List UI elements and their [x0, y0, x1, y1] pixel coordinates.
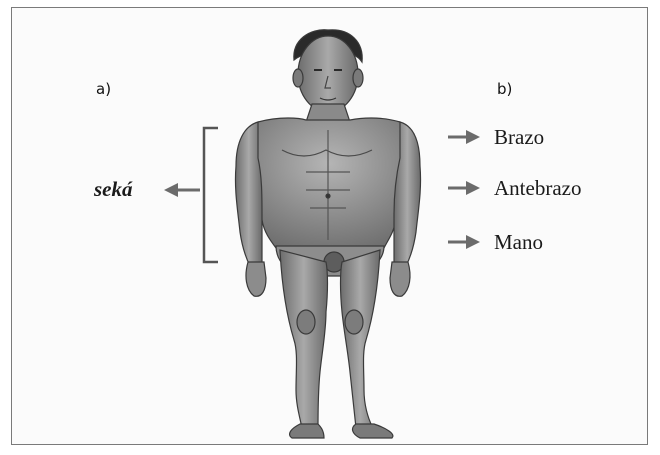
- panel-label-a: a): [96, 80, 111, 98]
- hand-left: [246, 262, 266, 296]
- arm-left: [235, 122, 262, 266]
- term-brazo: Brazo: [494, 125, 544, 150]
- bracket: [204, 128, 218, 262]
- arrow-right-antebrazo: [448, 181, 480, 195]
- term-antebrazo: Antebrazo: [494, 176, 581, 201]
- arrow-left-to-seka: [164, 183, 200, 197]
- body-figure: [235, 30, 420, 438]
- panel-label-b: b): [497, 80, 512, 98]
- term-seka: seká: [94, 177, 133, 202]
- torso: [247, 118, 412, 248]
- hand-right: [390, 262, 410, 296]
- leg-left: [280, 250, 328, 428]
- foot-left: [290, 424, 324, 438]
- neck: [306, 104, 350, 122]
- term-mano: Mano: [494, 230, 543, 255]
- arrow-right-mano: [448, 235, 480, 249]
- foot-right: [353, 424, 393, 438]
- leg-right: [341, 250, 381, 428]
- arrow-right-brazo: [448, 130, 480, 144]
